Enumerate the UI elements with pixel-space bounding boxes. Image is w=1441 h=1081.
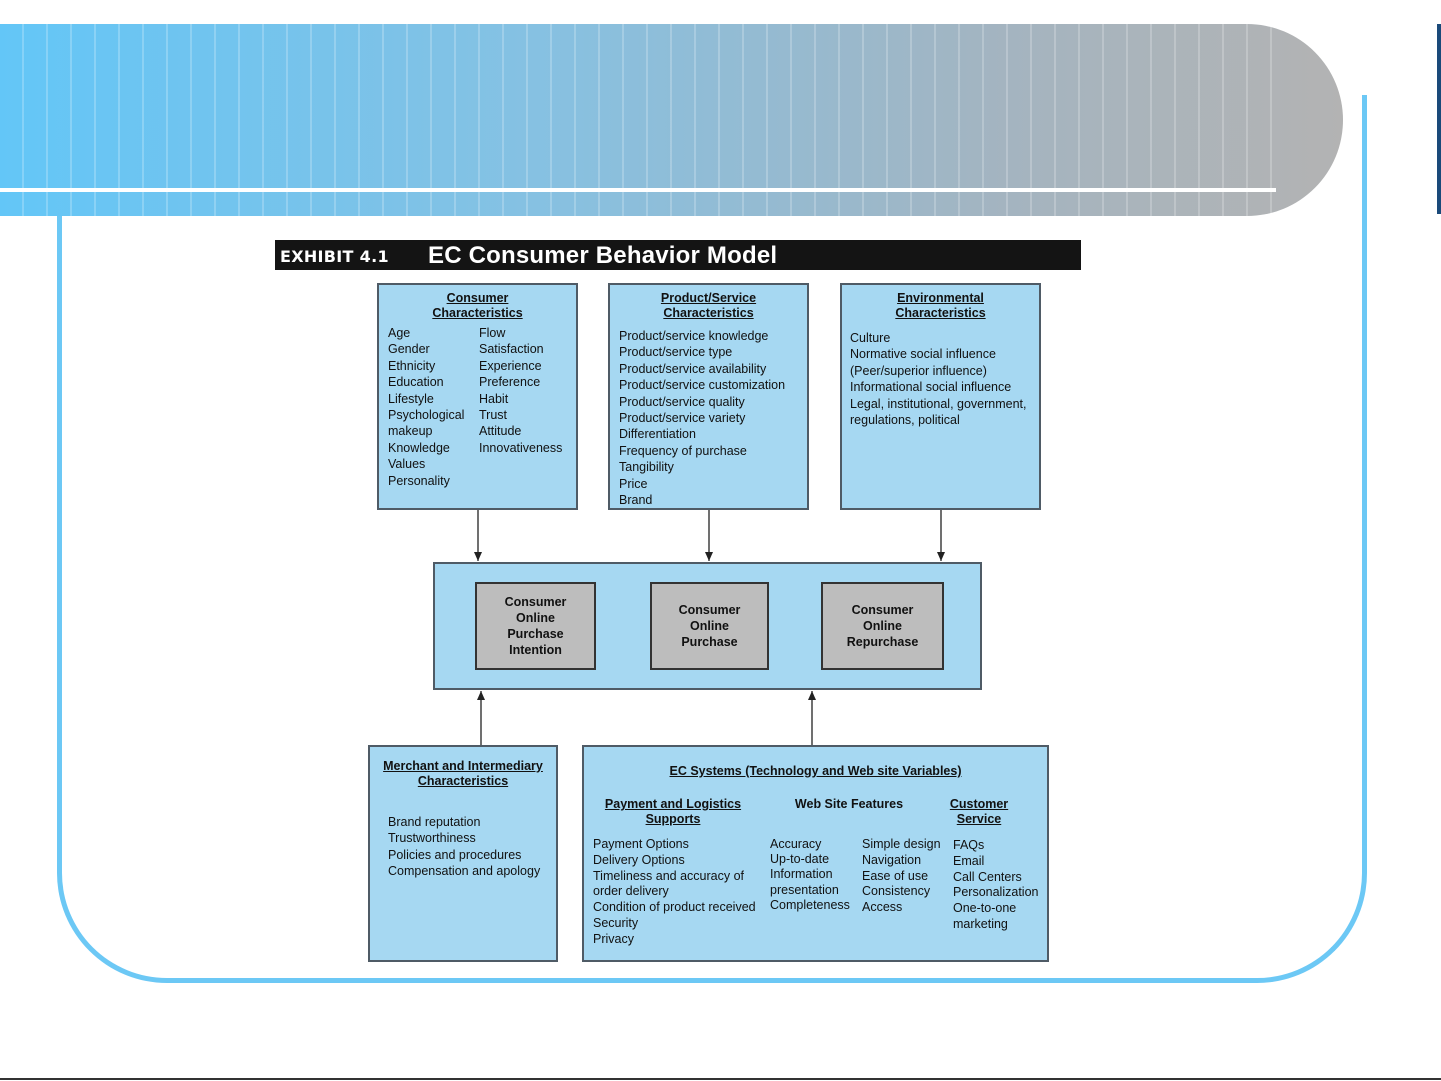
exhibit-label: EXHIBIT 4.1: [280, 247, 389, 266]
list-item: order delivery: [593, 884, 669, 899]
payment-logistics-heading: Payment and Logistics Supports: [604, 797, 742, 826]
customer-service-heading: Customer Service: [949, 797, 1009, 826]
environment-heading: Environmental Characteristics: [895, 291, 986, 320]
list-item: One-to-one: [953, 901, 1017, 916]
list-item: Navigation: [862, 852, 922, 867]
merchant-heading: Merchant and Intermediary Characteristic…: [383, 759, 543, 788]
banner-stripes: [0, 24, 1290, 216]
list-item: Timeliness and accuracy of: [593, 868, 744, 883]
list-item: Access: [862, 900, 903, 915]
stage-purchase-intention: Consumer Online Purchase Intention: [475, 582, 596, 670]
list-item: Age: [388, 326, 411, 340]
list-item: Frequency of purchase: [619, 443, 747, 458]
list-item: Habit: [479, 391, 509, 406]
web-features-list-left: Accuracy Up-to-date Information presenta…: [770, 837, 850, 913]
banner-underline: [0, 188, 1276, 192]
list-item: Security: [593, 915, 639, 930]
consumer-list-right: Flow Satisfaction Experience Preference …: [479, 325, 562, 456]
list-item: marketing: [953, 916, 1008, 931]
list-item: Product/service customization: [619, 378, 786, 393]
list-item: Legal, institutional, government,: [850, 396, 1027, 411]
list-item: Personalization: [953, 885, 1039, 900]
web-site-features-heading: Web Site Features: [794, 797, 904, 811]
list-item: Values: [388, 457, 426, 472]
list-item: presentation: [770, 882, 839, 897]
list-item: Brand: [619, 493, 653, 508]
customer-service-list: FAQs Email Call Centers Personalization …: [953, 838, 1038, 933]
stage-online-repurchase: Consumer Online Repurchase: [821, 582, 944, 670]
ec-systems-box: EC Systems (Technology and Web site Vari…: [582, 745, 1049, 962]
web-features-list-right: Simple design Navigation Ease of use Con…: [862, 837, 941, 916]
list-item: Accuracy: [770, 837, 822, 851]
list-item: Differentiation: [619, 427, 696, 442]
payment-logistics-list: Payment Options Delivery Options Timelin…: [593, 837, 756, 948]
environment-list: Culture Normative social influence (Peer…: [850, 330, 1027, 428]
list-item: Gender: [388, 342, 430, 357]
list-item: Product/service knowledge: [619, 329, 769, 343]
list-item: Education: [388, 375, 444, 390]
list-item: FAQs: [953, 838, 985, 852]
list-item: Culture: [850, 331, 891, 345]
product-service-characteristics-box: Product/Service Characteristics Product/…: [608, 283, 809, 510]
list-item: Product/service quality: [619, 394, 745, 409]
merchant-list: Brand reputation Trustworthiness Policie…: [388, 814, 540, 880]
list-item: Product/service variety: [619, 411, 746, 426]
list-item: Psychological: [388, 408, 465, 423]
list-item: (Peer/superior influence): [850, 363, 987, 378]
list-item: Consistency: [862, 884, 931, 899]
list-item: Attitude: [479, 424, 522, 439]
list-item: Information: [770, 867, 833, 882]
list-item: Innovativeness: [479, 440, 563, 455]
list-item: Price: [619, 476, 648, 491]
consumer-characteristics-box: Consumer Characteristics Age Gender Ethn…: [377, 283, 578, 510]
list-item: Policies and procedures: [388, 847, 522, 862]
list-item: Completeness: [770, 897, 850, 912]
list-item: Satisfaction: [479, 342, 544, 357]
list-item: Informational social influence: [850, 380, 1012, 395]
list-item: Ease of use: [862, 868, 929, 883]
list-item: Up-to-date: [770, 852, 830, 867]
list-item: Product/service type: [619, 345, 733, 360]
list-item: Call Centers: [953, 869, 1022, 884]
list-item: Email: [953, 853, 985, 868]
stage-online-purchase: Consumer Online Purchase: [650, 582, 769, 670]
list-item: Compensation and apology: [388, 864, 541, 879]
product-list: Product/service knowledge Product/servic…: [619, 328, 785, 508]
list-item: Flow: [479, 326, 506, 340]
list-item: Personality: [388, 473, 450, 488]
merchant-characteristics-box: Merchant and Intermediary Characteristic…: [368, 745, 558, 962]
exhibit-title: EC Consumer Behavior Model: [428, 242, 778, 269]
list-item: Lifestyle: [388, 391, 434, 406]
list-item: Normative social influence: [850, 347, 996, 362]
list-item: Condition of product received: [593, 900, 756, 915]
ec-systems-heading: EC Systems (Technology and Web site Vari…: [669, 764, 962, 778]
list-item: Trustworthiness: [388, 831, 476, 846]
list-item: Trust: [479, 408, 508, 423]
list-item: Privacy: [593, 931, 634, 946]
list-item: Product/service availability: [619, 361, 767, 376]
list-item: makeup: [388, 424, 433, 439]
list-item: Brand reputation: [388, 815, 481, 829]
list-item: Simple design: [862, 837, 941, 851]
list-item: Knowledge: [388, 440, 450, 455]
list-item: Payment Options: [593, 837, 689, 851]
consumer-heading: Consumer Characteristics: [432, 291, 523, 320]
slide-frame: [57, 95, 1367, 983]
title-banner: [0, 24, 1343, 216]
list-item: Tangibility: [619, 460, 674, 475]
product-heading: Product/Service Characteristics: [660, 291, 757, 320]
list-item: regulations, political: [850, 413, 960, 428]
list-item: Delivery Options: [593, 852, 685, 867]
edge-mark: [1437, 24, 1441, 214]
list-item: Preference: [479, 375, 541, 390]
bottom-rule: [0, 1078, 1441, 1080]
list-item: Ethnicity: [388, 358, 436, 373]
environmental-characteristics-box: Environmental Characteristics Culture No…: [840, 283, 1041, 510]
exhibit-title-bar: EXHIBIT 4.1 EC Consumer Behavior Model: [275, 240, 1081, 270]
list-item: Experience: [479, 358, 542, 373]
consumer-list-left: Age Gender Ethnicity Education Lifestyle…: [388, 325, 464, 489]
